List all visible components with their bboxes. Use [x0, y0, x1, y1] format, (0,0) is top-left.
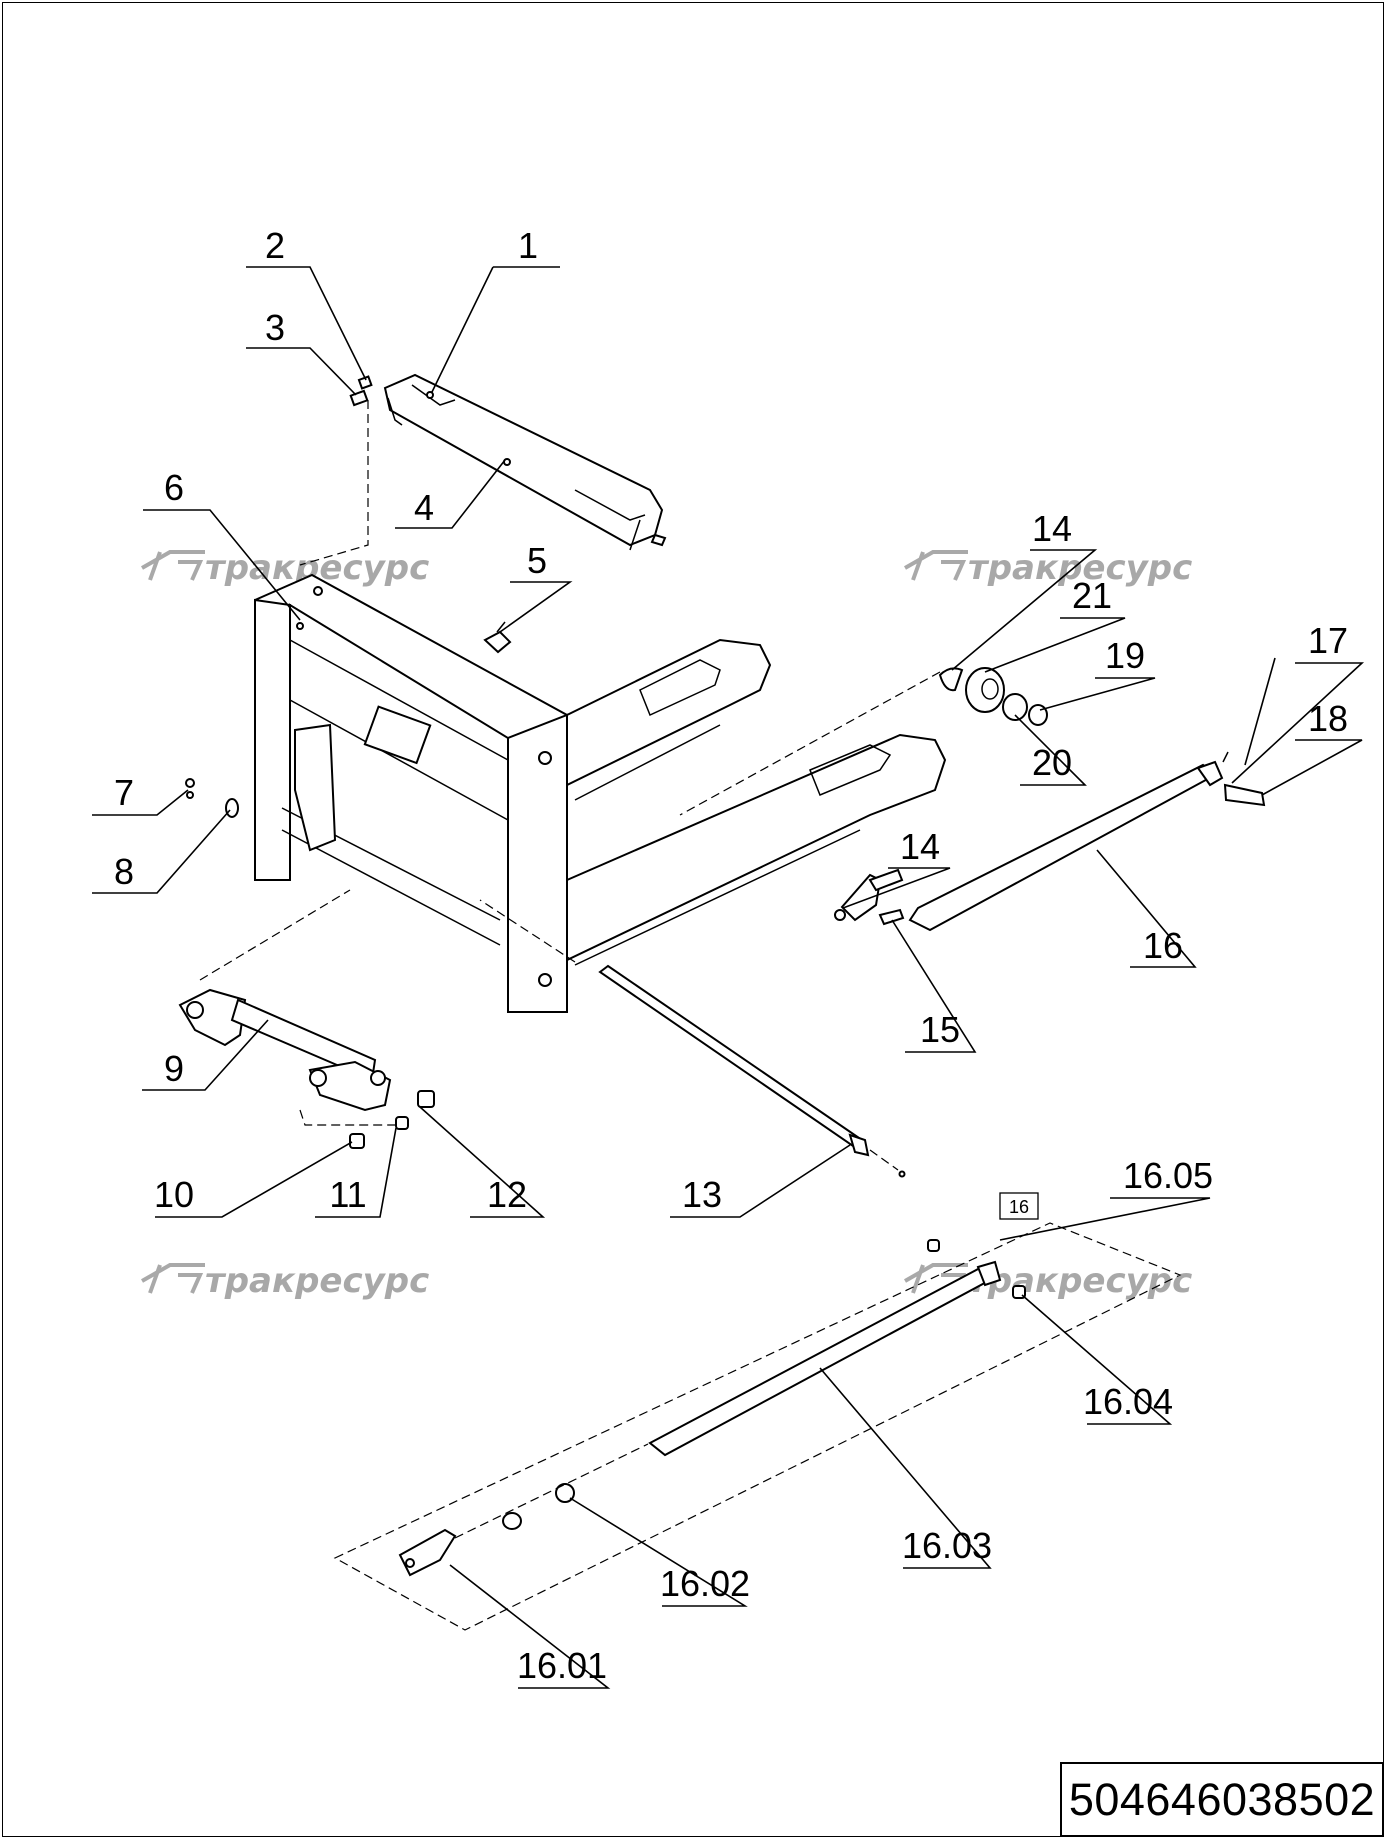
lever-axle-part: [178, 889, 395, 1126]
callout-4: 4: [414, 487, 434, 528]
callout-14-top: 14: [1032, 508, 1072, 549]
callout-6: 6: [164, 467, 184, 508]
callout-20: 20: [1032, 742, 1072, 783]
callout-16: 16: [1143, 925, 1183, 966]
callout-11: 11: [329, 1174, 366, 1215]
group-16-label-box: [999, 1192, 1039, 1220]
callout-19: 19: [1105, 635, 1145, 676]
pull-rod-part: [908, 751, 1266, 932]
callout-9: 9: [164, 1048, 184, 1089]
callout-15: 15: [920, 1009, 960, 1050]
callout-1: 1: [518, 225, 538, 266]
clevis-pin-part: [834, 868, 905, 926]
group-16-label: 16: [1009, 1197, 1029, 1217]
callout-16-05: 16.05: [1123, 1155, 1213, 1196]
callout-5: 5: [527, 540, 547, 581]
callout-10: 10: [154, 1174, 194, 1215]
callout-13: 13: [682, 1174, 722, 1215]
pin-part: [479, 899, 906, 1178]
callout-14-middle: 14: [900, 826, 940, 867]
main-frame-part: [254, 573, 947, 1013]
watermark-logo-icon: [141, 1263, 205, 1294]
callout-16-03: 16.03: [902, 1525, 992, 1566]
callout-3: 3: [265, 307, 285, 348]
callout-16-02: 16.02: [660, 1563, 750, 1604]
leader-lines: [92, 266, 1365, 1689]
watermark-3: тракресурс: [141, 1261, 429, 1301]
callout-18: 18: [1308, 698, 1348, 739]
callout-2: 2: [265, 225, 285, 266]
bolt-washer-part: [185, 778, 239, 818]
document-number-box: 504646038502: [1060, 1762, 1384, 1837]
document-number: 504646038502: [1068, 1773, 1376, 1825]
callout-12: 12: [487, 1174, 527, 1215]
callout-16-01: 16.01: [517, 1645, 607, 1686]
grease-nipple-part: [483, 621, 512, 654]
callout-labels: 1 2 3 4 5 6 7 8 9 10 11 12 13 14 14 15 1…: [114, 225, 1348, 1686]
watermark-1: тракресурс: [141, 548, 429, 588]
callout-21: 21: [1072, 575, 1112, 616]
bushings-part: [349, 1090, 435, 1149]
screw-and-nut-part: [299, 375, 373, 566]
watermark-logo-icon: [904, 550, 968, 581]
callout-16-04: 16.04: [1083, 1381, 1173, 1422]
callout-8: 8: [114, 851, 134, 892]
watermark-logo-icon: [141, 550, 205, 581]
watermark-text: тракресурс: [205, 1261, 429, 1301]
callout-7: 7: [114, 772, 134, 813]
callout-17: 17: [1308, 620, 1348, 661]
watermark-text: тракресурс: [968, 1261, 1192, 1301]
wheel-bearing-part: [679, 667, 1048, 816]
watermark-text: тракресурс: [968, 548, 1192, 588]
group-16-exploded: 16: [333, 1192, 1182, 1631]
watermark-2: тракресурс: [904, 548, 1192, 588]
